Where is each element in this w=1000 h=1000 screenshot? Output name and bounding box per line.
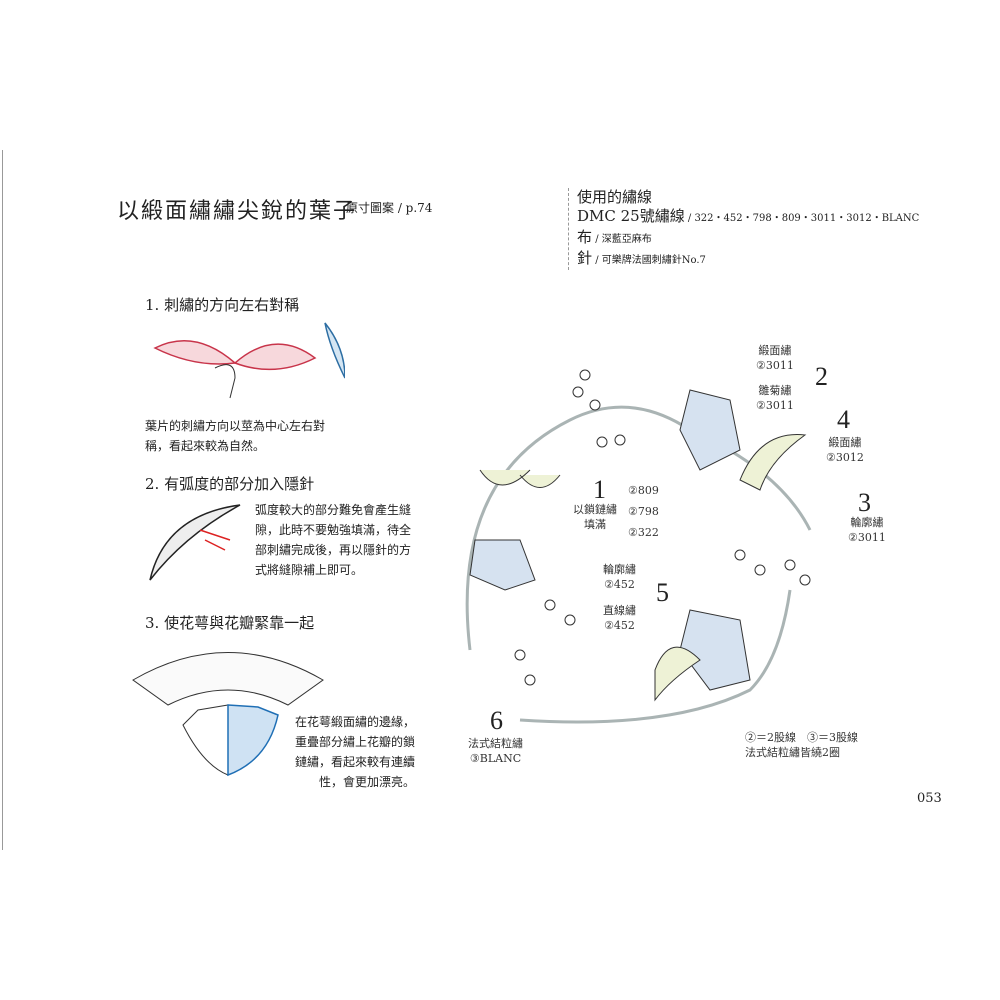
flower-calyx-illustration <box>132 652 324 777</box>
cloth-label: 布 <box>577 228 593 246</box>
symmetric-leaves-illustration <box>153 322 345 399</box>
label-number-4: 4 <box>837 405 850 434</box>
tip-3-text: 在花萼緞面繡的邊緣，重疊部分繡上花瓣的鎖鏈繡，看起來較有連續性，會更加漂亮。 <box>294 715 415 789</box>
tip-1-heading: 1. 刺繡的方向左右對稱 <box>145 296 300 314</box>
page-edge-line <box>2 150 3 850</box>
label-number-2: 2 <box>815 362 828 391</box>
tip-2-heading: 2. 有弧度的部分加入隱針 <box>145 475 315 493</box>
page-title: 以緞面繡繡尖銳的葉子 <box>117 199 358 224</box>
cloth-value: / 深藍亞麻布 <box>592 234 652 245</box>
materials-heading: 使用的繡線 <box>577 188 653 206</box>
label-number-1: 1 <box>593 475 606 504</box>
label-number-5: 5 <box>656 578 669 607</box>
pattern-reference: 原寸圖案 / p.74 <box>346 201 433 215</box>
materials-block: 使用的繡線 DMC 25號繡線 / 322・452・798・809・3011・3… <box>568 188 919 270</box>
needle-value: / 可樂牌法國刺繡針No.7 <box>592 255 706 266</box>
wreath-embroidery-illustration <box>465 369 812 724</box>
label-number-6: 6 <box>490 706 503 735</box>
thread-values: / 322・452・798・809・3011・3012・BLANC <box>684 213 920 224</box>
legend-note: ②＝2股線 ③＝3股線法式結粒繡皆繞2圈 <box>745 731 858 759</box>
label-number-3: 3 <box>858 488 871 517</box>
thread-label: DMC 25號繡線 <box>577 207 685 225</box>
curved-leaf-illustration <box>149 504 241 581</box>
needle-label: 針 <box>577 249 593 267</box>
tip-2-text: 弧度較大的部分難免會產生縫隙，此時不要勉強填滿，待全部刺繡完成後，再以隱針的方式… <box>255 503 412 577</box>
page-number: 053 <box>917 791 942 806</box>
label-1-stitch: 以鎖鏈繡填滿 <box>573 503 617 531</box>
tip-3-heading: 3. 使花萼與花瓣緊靠一起 <box>145 614 315 632</box>
tip-1-text: 葉片的刺繡方向以莖為中心左右對稱，看起來較為自然。 <box>145 419 326 453</box>
